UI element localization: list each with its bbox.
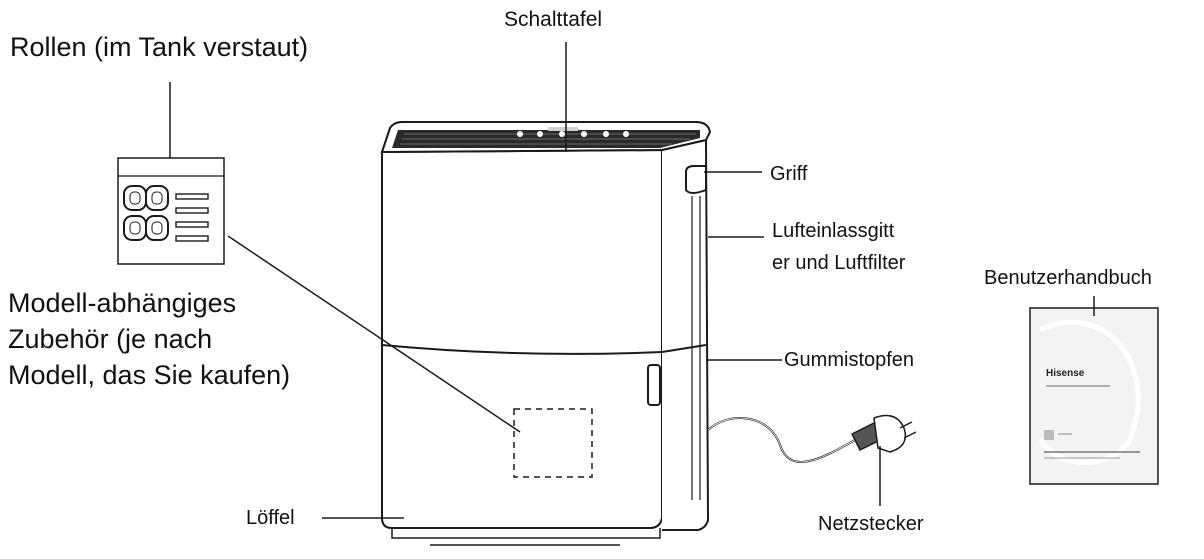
- label-accessory-line1: Modell-abhängiges: [8, 288, 237, 318]
- label-manual: Benutzerhandbuch: [984, 267, 1152, 289]
- label-air-inlet-line2: er und Luftfilter: [772, 252, 906, 274]
- label-control-panel: Schalttafel: [504, 8, 603, 31]
- control-panel: [517, 127, 629, 137]
- wheel-icon: [123, 185, 169, 241]
- label-accessory-line2: Zubehör (je nach: [8, 324, 213, 354]
- power-cord: [707, 417, 856, 463]
- manual-brand: Hisense: [1046, 368, 1085, 379]
- top-vent-grille: [392, 130, 700, 148]
- label-handle: Griff: [770, 163, 808, 185]
- user-manual: Hisense: [1029, 307, 1159, 485]
- label-scoop: Löffel: [246, 507, 295, 529]
- label-air-inlet-line1: Lufteinlassgitt: [772, 220, 895, 242]
- label-wheels: Rollen (im Tank verstaut): [10, 32, 309, 62]
- label-rubber-plug: Gummistopfen: [784, 349, 915, 371]
- label-accessory-line3: Modell, das Sie kaufen): [8, 360, 291, 390]
- dehumidifier-body: [380, 121, 712, 546]
- wheels-inset: [117, 157, 225, 265]
- leader-lines: [169, 42, 1095, 519]
- accessory-dashed-box: [513, 408, 593, 478]
- label-plug: Netzstecker: [818, 513, 924, 535]
- power-plug: [850, 414, 917, 453]
